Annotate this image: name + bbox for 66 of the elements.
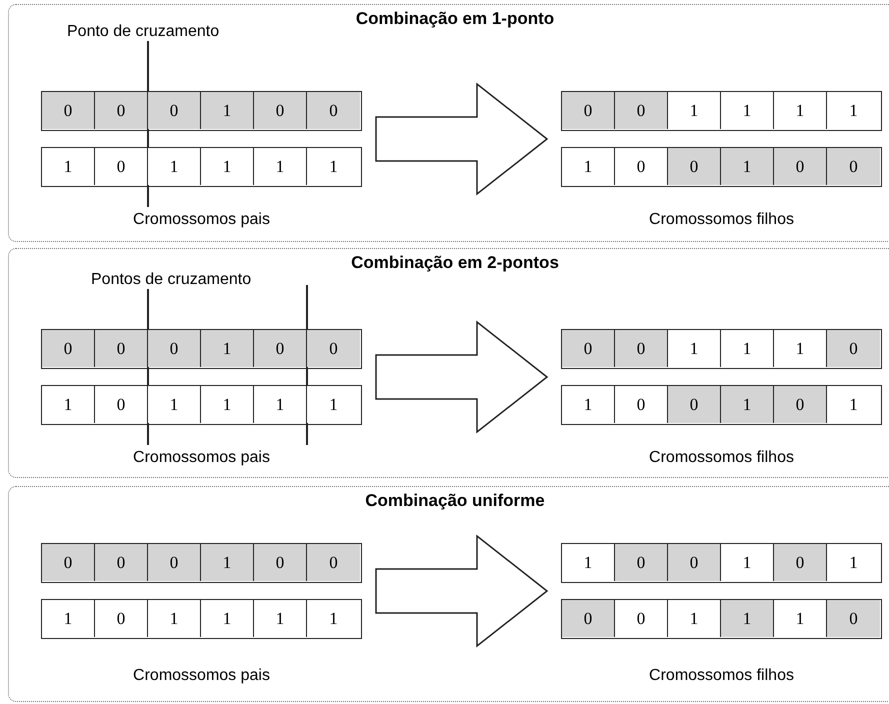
- chromosome-bar: [41, 91, 362, 131]
- gene-cell: 1: [201, 92, 254, 129]
- gene-cell: 0: [42, 330, 95, 367]
- chromosome-bar: [561, 543, 882, 583]
- panel-title: Combinação uniforme: [365, 491, 545, 511]
- gene-cell: 0: [827, 148, 880, 185]
- panel: [8, 486, 889, 702]
- chromosome-bar: [561, 147, 882, 187]
- chromosome-bar: [561, 385, 882, 425]
- chromosome-bar: [561, 599, 882, 639]
- panel-title: Combinação em 1-ponto: [356, 9, 554, 29]
- group-label: Cromossomos pais: [133, 449, 270, 467]
- gene-cell: 1: [148, 386, 201, 423]
- gene-cell: 0: [668, 544, 721, 581]
- gene-cell: 1: [148, 148, 201, 185]
- group-label: Cromossomos pais: [133, 211, 270, 229]
- gene-cell: 0: [148, 544, 201, 581]
- gene-cell: 0: [827, 600, 880, 637]
- gene-cell: 0: [95, 544, 148, 581]
- gene-cell: 0: [307, 544, 360, 581]
- gene-cell: 0: [615, 544, 668, 581]
- gene-cell: 0: [95, 330, 148, 367]
- gene-cell: 0: [774, 386, 827, 423]
- gene-cell: 0: [254, 330, 307, 367]
- gene-cell: 0: [307, 92, 360, 129]
- group-label: Cromossomos filhos: [649, 449, 794, 467]
- gene-cell: 0: [827, 330, 880, 367]
- gene-cell: 0: [562, 600, 615, 637]
- gene-cell: 0: [42, 544, 95, 581]
- chromosome-bar: [41, 385, 362, 425]
- gene-cell: 1: [201, 330, 254, 367]
- group-label: Cromossomos filhos: [649, 211, 794, 229]
- gene-cell: 0: [668, 148, 721, 185]
- gene-cell: 0: [95, 92, 148, 129]
- chromosome-bar: [41, 329, 362, 369]
- group-label: Cromossomos filhos: [649, 667, 794, 685]
- gene-cell: 0: [668, 386, 721, 423]
- gene-cell: 0: [254, 544, 307, 581]
- gene-cell: 0: [774, 148, 827, 185]
- gene-cell: 0: [562, 330, 615, 367]
- chromosome-bar: [561, 329, 882, 369]
- gene-cell: 0: [148, 330, 201, 367]
- chromosome-bar: [41, 543, 362, 583]
- panel: [8, 248, 889, 478]
- gene-cell: 0: [615, 330, 668, 367]
- gene-cell: 0: [254, 92, 307, 129]
- gene-cell: 1: [721, 148, 774, 185]
- gene-cell: 1: [201, 544, 254, 581]
- block-arrow: [375, 320, 548, 434]
- panel-title: Combinação em 2-pontos: [351, 253, 559, 273]
- panel: [8, 4, 889, 242]
- gene-cell: 0: [307, 330, 360, 367]
- gene-cell: 0: [148, 92, 201, 129]
- block-arrow: [375, 82, 548, 196]
- gene-cell: 0: [562, 92, 615, 129]
- gene-cell: 0: [615, 92, 668, 129]
- annotation: Pontos de cruzamento: [91, 271, 252, 289]
- gene-cell: 1: [721, 386, 774, 423]
- block-arrow: [375, 534, 548, 648]
- chromosome-bar: [561, 91, 882, 131]
- gene-cell: 0: [42, 92, 95, 129]
- gene-cell: 0: [774, 544, 827, 581]
- group-label: Cromossomos pais: [133, 667, 270, 685]
- gene-cell: 1: [721, 600, 774, 637]
- chromosome-bar: [41, 147, 362, 187]
- chromosome-bar: [41, 599, 362, 639]
